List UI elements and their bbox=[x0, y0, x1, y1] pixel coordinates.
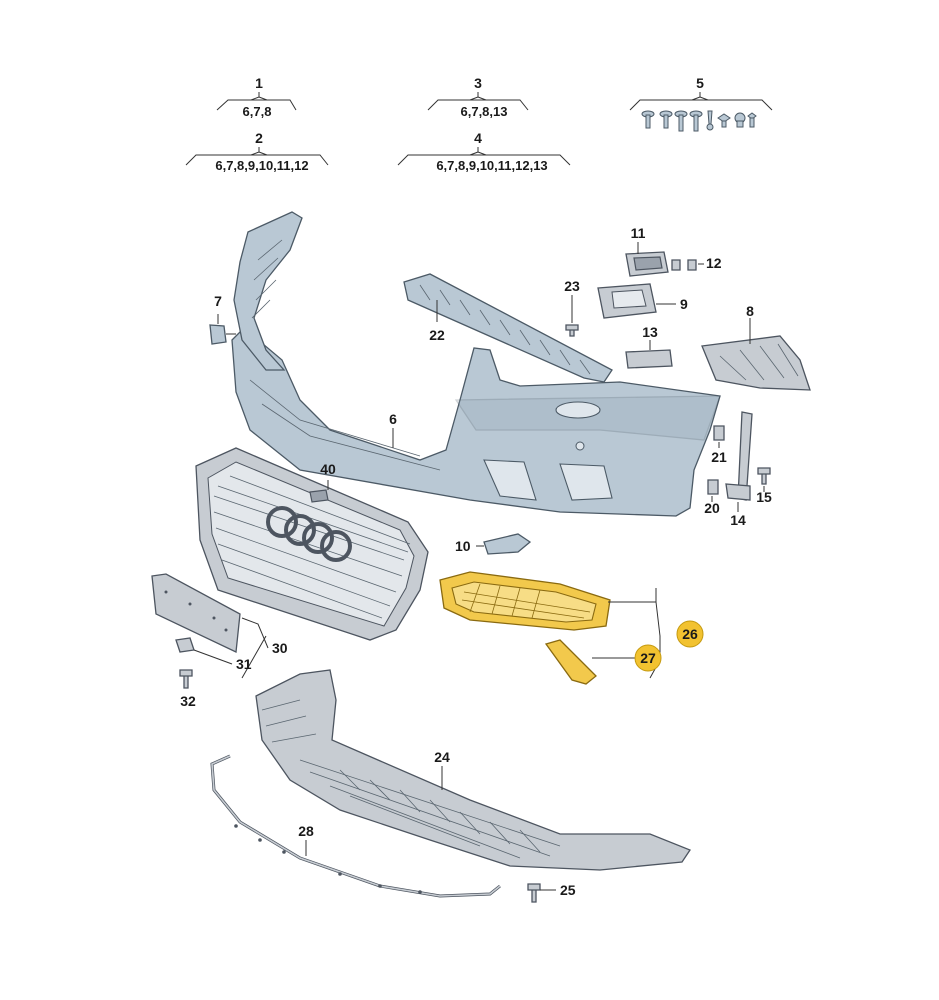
callout-23: 23 bbox=[564, 278, 580, 294]
callout-26: 26 bbox=[682, 626, 698, 642]
callout-30: 30 bbox=[272, 640, 288, 656]
callout-22: 22 bbox=[429, 327, 445, 343]
part-20-nut[interactable]: 20 bbox=[704, 479, 720, 516]
part-28-trim-moulding[interactable]: 28 bbox=[210, 754, 501, 898]
header-group-4[interactable]: 4 6,7,8,9,10,11,12,13 bbox=[397, 130, 571, 173]
part-21-clip[interactable]: 21 bbox=[711, 425, 727, 465]
header-group-5[interactable]: 5 bbox=[629, 75, 773, 132]
callout-31: 31 bbox=[236, 656, 252, 672]
callout-7: 7 bbox=[214, 293, 222, 309]
part-9-bracket[interactable]: 9 bbox=[597, 283, 688, 319]
callout-15: 15 bbox=[756, 489, 772, 505]
part-10-tow-eye-cover[interactable]: 10 bbox=[455, 533, 532, 555]
callout-27-badge bbox=[634, 644, 662, 672]
group-contents-2: 6,7,8,9,10,11,12 bbox=[215, 158, 308, 173]
group-number-5: 5 bbox=[696, 75, 704, 91]
callout-11: 11 bbox=[631, 225, 646, 241]
part-8-side-bracket[interactable]: 8 bbox=[701, 303, 811, 391]
callout-25: 25 bbox=[560, 882, 576, 898]
header-group-3[interactable]: 3 6,7,8,13 bbox=[427, 75, 529, 119]
callout-10: 10 bbox=[455, 538, 471, 554]
part-25-screw[interactable]: 25 bbox=[527, 882, 576, 903]
part-30-license-plate-mount[interactable]: 30 bbox=[151, 573, 288, 679]
part-14-guide-rail[interactable]: 14 bbox=[725, 411, 753, 528]
part-13-mount[interactable]: 13 bbox=[625, 324, 673, 369]
part-32-screw[interactable]: 32 bbox=[179, 669, 196, 709]
part-23-screw[interactable]: 23 bbox=[564, 278, 580, 337]
part-11-sensor-holder[interactable]: 11 bbox=[625, 225, 669, 277]
brand-rings-logo bbox=[266, 506, 352, 562]
group-number-2: 2 bbox=[255, 130, 263, 146]
part-22-bracket-carrier[interactable]: 22 bbox=[403, 273, 613, 383]
callout-40: 40 bbox=[320, 461, 336, 477]
callout-6: 6 bbox=[389, 411, 397, 427]
callout-26-badge bbox=[676, 620, 704, 648]
callout-20: 20 bbox=[704, 500, 720, 516]
callout-12: 12 bbox=[706, 255, 722, 271]
callout-28: 28 bbox=[298, 823, 314, 839]
callout-24: 24 bbox=[434, 749, 450, 765]
group-number-3: 3 bbox=[474, 75, 482, 91]
part-26-fog-grille[interactable]: 26 bbox=[439, 571, 704, 648]
part-7-clip[interactable]: 7 bbox=[209, 293, 236, 345]
callout-8: 8 bbox=[746, 303, 754, 319]
fastener-set-icon bbox=[641, 110, 757, 132]
header-group-1[interactable]: 1 6,7,8 bbox=[216, 75, 297, 119]
group-number-4: 4 bbox=[474, 130, 482, 146]
part-27-trim-strip[interactable]: 27 bbox=[544, 636, 662, 685]
part-40-radiator-grille[interactable]: 40 bbox=[195, 447, 429, 641]
header-group-2[interactable]: 2 6,7,8,9,10,11,12 bbox=[185, 130, 329, 173]
part-6-bumper-cover[interactable]: 6 bbox=[231, 211, 721, 517]
callout-13: 13 bbox=[642, 324, 658, 340]
group-contents-3: 6,7,8,13 bbox=[461, 104, 508, 119]
part-15-screw[interactable]: 15 bbox=[756, 467, 772, 505]
callout-9: 9 bbox=[680, 296, 688, 312]
callout-32: 32 bbox=[180, 693, 196, 709]
group-number-1: 1 bbox=[255, 75, 263, 91]
callout-14: 14 bbox=[730, 512, 746, 528]
part-31-screw[interactable]: 31 bbox=[175, 637, 252, 672]
group-contents-1: 6,7,8 bbox=[243, 104, 272, 119]
callout-21: 21 bbox=[711, 449, 727, 465]
part-12-clip[interactable]: 12 bbox=[671, 255, 722, 271]
group-contents-4: 6,7,8,9,10,11,12,13 bbox=[436, 158, 547, 173]
part-24-lower-spoiler[interactable]: 24 bbox=[255, 669, 691, 871]
callout-27: 27 bbox=[640, 650, 656, 666]
